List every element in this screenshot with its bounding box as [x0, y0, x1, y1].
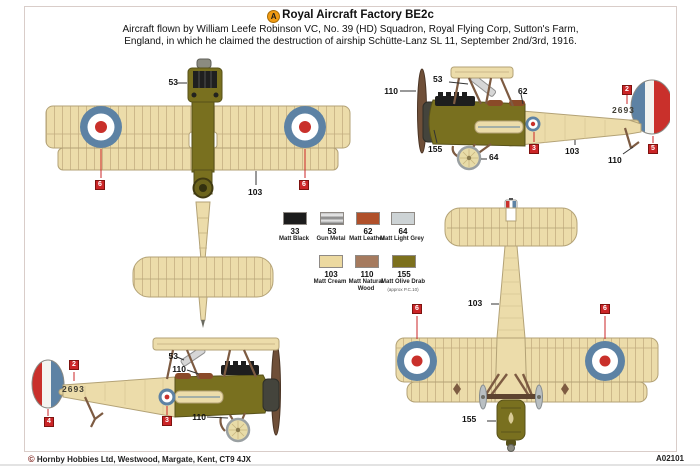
description-line-1: Aircraft flown by William Leefe Robinson… [122, 24, 579, 35]
paint-name: Matt Natural Wood [348, 279, 384, 292]
cockpit-rim [175, 373, 191, 379]
paint-color-chip [355, 255, 379, 268]
product-code: A02101 [655, 454, 684, 463]
copyright-line: © Hornby Hobbies Ltd, Westwood, Margate,… [28, 454, 251, 464]
top-wing-edge [450, 66, 514, 79]
paint-color-chip [356, 212, 380, 225]
decal-3-roundel: 3 [162, 416, 172, 426]
paint-note: (approx P.C.10) [387, 286, 419, 292]
scheme-a-badge: A [267, 10, 281, 23]
paint-swatch-53: 53 Gun Metal [316, 212, 346, 243]
callout-bottom-engine: 155 [462, 414, 477, 424]
paint-color-chip [392, 255, 416, 268]
decal-4-rudder: 4 [44, 417, 54, 427]
paint-color-chip [283, 212, 307, 225]
paint-color-chip [319, 255, 343, 268]
paint-name: Matt Olive Drab [381, 279, 426, 285]
top-view-drawing [45, 58, 351, 328]
paint-name: Matt Leather [349, 236, 385, 242]
propeller-hub [507, 444, 515, 452]
paint-swatch-64: 64 Matt Light Grey [380, 212, 424, 243]
page-title: Royal Aircraft Factory BE2c [282, 9, 434, 21]
paint-swatch-110: 110 Matt Natural Wood [349, 255, 383, 292]
nose-cowl [262, 378, 280, 412]
paint-code: 155 [397, 270, 411, 279]
paint-swatch-62: 62 Matt Leather [349, 212, 385, 243]
roundel [397, 341, 437, 381]
roundel [585, 341, 625, 381]
rear-fuselage [62, 376, 176, 418]
paint-swatch-33: 33 Matt Black [279, 212, 309, 243]
paint-swatch-155: 155 Matt Olive Drab (approx P.C.10) [381, 255, 425, 292]
callout-left-undercarriage: 110 [192, 412, 206, 422]
copyright-icon: © [28, 454, 35, 464]
fuselage-center [191, 101, 215, 173]
paint-code: 110 [360, 270, 374, 279]
struts [165, 349, 258, 380]
paint-code: 64 [398, 227, 408, 236]
stabilizer [132, 256, 274, 298]
bottom-view-drawing [395, 198, 659, 452]
decal-3-roundel: 3 [529, 144, 539, 154]
fuselage-roundel [158, 388, 176, 406]
decal-6-left-wing: 6 [412, 304, 422, 314]
callout-top-engine: 53 [168, 77, 178, 87]
page-edge [0, 464, 700, 466]
callout-left-strut: 110 [172, 364, 186, 374]
fuselage-center [494, 337, 528, 403]
struts [452, 77, 515, 107]
decal-6-left-wing: 6 [95, 180, 105, 190]
decal-5-rudder: 5 [648, 144, 658, 154]
paint-name: Matt Light Grey [380, 236, 425, 242]
decal-6-right-wing: 6 [600, 304, 610, 314]
paint-name: Matt Black [278, 236, 309, 242]
paint-swatch-103: 103 Matt Cream [314, 255, 346, 286]
side-view-left-drawing [31, 337, 281, 443]
paint-code: 62 [363, 227, 373, 236]
paint-code: 53 [327, 227, 337, 236]
tail-boom [496, 245, 526, 339]
paint-color-chip [320, 212, 344, 225]
callout-right-cowling: 155 [428, 144, 443, 154]
fuselage-roundel [525, 116, 541, 132]
side-view-right-drawing [400, 66, 670, 171]
undercarriage [483, 373, 535, 399]
copyright-text: Hornby Hobbies Ltd, Westwood, Margate, K… [36, 455, 251, 464]
callout-left-gun: 53 [168, 351, 178, 361]
rudder [198, 296, 208, 321]
callout-right-tailskid: 110 [608, 155, 622, 165]
roundel [80, 106, 122, 148]
callout-bottom-fuselage: 103 [468, 298, 483, 308]
roundel [284, 106, 326, 148]
cockpit-rim [487, 100, 503, 106]
axle [479, 394, 543, 399]
decal-2-fuselage: 2 [69, 360, 79, 370]
tail-skid [83, 396, 104, 428]
serial-number: 2693 [612, 105, 635, 115]
callout-right-gun: 53 [433, 74, 443, 84]
paint-color-chip [391, 212, 415, 225]
callout-right-fuselage: 103 [565, 146, 580, 156]
rudder-stripes [31, 359, 65, 409]
paint-name: Matt Cream [313, 279, 347, 285]
callout-right-cockpit: 62 [518, 86, 528, 96]
description-line-2: England, in which he claimed the destruc… [124, 36, 577, 47]
wing-skid [561, 383, 569, 395]
paint-name: Gun Metal [316, 236, 346, 242]
serial-number: 2693 [62, 384, 85, 394]
exhaust [221, 365, 259, 375]
callout-right-propeller: 110 [384, 86, 398, 96]
paint-code: 33 [290, 227, 300, 236]
decal-2-fuselage: 2 [622, 85, 632, 95]
paint-code: 103 [324, 270, 338, 279]
callout-right-wheel: 64 [489, 152, 499, 162]
wing-skid [453, 383, 461, 395]
propeller-hub [196, 58, 212, 69]
decal-6-right-wing: 6 [299, 180, 309, 190]
tail-boom [195, 201, 211, 261]
cockpit-rim [197, 373, 213, 379]
callout-top-wing: 103 [248, 187, 263, 197]
